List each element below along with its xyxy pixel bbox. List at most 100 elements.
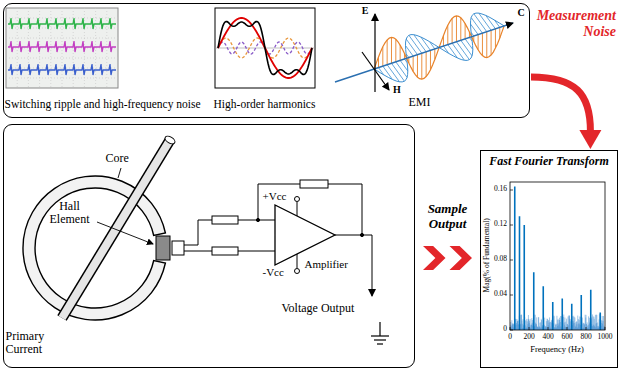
fft-chart [548, 320, 549, 330]
primary-conductor [62, 135, 176, 318]
fft-chart [523, 319, 524, 330]
fft-chart [529, 327, 530, 330]
oscilloscope-screen [8, 64, 116, 75]
emi-wave [421, 53, 422, 79]
fft-chart [550, 322, 551, 330]
fft-chart [593, 316, 594, 330]
fft-chart [585, 315, 586, 330]
fft-chart [537, 327, 538, 330]
fft-chart [517, 322, 518, 330]
axis-letter: C [516, 7, 526, 19]
fft-chart [526, 319, 527, 330]
fft-chart [548, 327, 549, 330]
fft-chart [510, 260, 513, 261]
fft-chart [559, 320, 560, 330]
fft-chart [541, 319, 542, 330]
fft-chart [564, 318, 565, 330]
fft-chart [538, 317, 539, 330]
fft-chart [510, 187, 604, 331]
fft-chart [602, 316, 603, 330]
fft-chart [605, 327, 606, 330]
fft-chart [513, 324, 514, 330]
fft-chart [558, 319, 559, 330]
fft-chart [586, 327, 587, 330]
fft-chart [544, 318, 545, 330]
emi-wave [335, 13, 513, 92]
emi-wave [374, 14, 375, 92]
tick-label: 0.16 [489, 185, 507, 194]
emi-wave [456, 42, 469, 60]
fft-chart [604, 327, 605, 330]
fft-chart [536, 326, 537, 330]
emi-wave [452, 43, 464, 60]
fft-chart [586, 324, 587, 330]
amplifier-circuit [275, 205, 335, 265]
harmonics-plot [215, 8, 315, 88]
oscilloscope-screen [6, 38, 118, 39]
tick-label: 400 [538, 333, 558, 342]
fft-chart [594, 326, 595, 330]
hall-element [156, 236, 170, 260]
fft-chart [561, 299, 563, 331]
fft-chart [512, 324, 513, 330]
fft-chart [599, 313, 601, 331]
fft-chart [510, 322, 511, 330]
fft-chart [548, 321, 549, 330]
amplifier-circuit [184, 220, 212, 245]
fft-chart [603, 326, 604, 330]
amplifier-circuit [184, 180, 372, 296]
fft-chart [587, 326, 588, 330]
fft-chart [533, 272, 535, 330]
fft-chart [536, 317, 537, 330]
fft-chart [546, 319, 547, 330]
fft-chart [567, 327, 568, 330]
fft-chart [603, 316, 604, 330]
fft-chart [566, 319, 567, 330]
fft-chart [510, 182, 605, 330]
primary-conductor [62, 140, 170, 318]
fft-chart [539, 323, 540, 330]
emi-wave [471, 18, 482, 34]
fft-chart [510, 182, 605, 330]
amplifier-circuit [297, 202, 298, 216]
ground-symbol [371, 335, 389, 336]
oscilloscope-screen [6, 28, 118, 29]
emi-wave [482, 33, 483, 56]
fft-chart [577, 316, 578, 330]
fft-chart [549, 322, 550, 330]
flow-label: Measurement Noise [532, 8, 616, 40]
tick-label: 0.08 [489, 255, 507, 264]
fft-chart [514, 187, 516, 331]
oscilloscope-screen [106, 8, 107, 88]
fft-chart [563, 315, 564, 330]
fft-chart [511, 320, 512, 330]
hall-element [156, 236, 184, 260]
emi-wave [400, 45, 401, 60]
emi-wave [413, 56, 414, 71]
leader-line [97, 222, 153, 244]
fft-chart [520, 315, 521, 330]
ground-symbol [377, 343, 383, 344]
caption: Switching ripple and high-frequency nois… [5, 98, 210, 111]
amplifier-circuit [295, 269, 300, 274]
fft-chart [596, 315, 597, 330]
sensor-panel: CoreHall ElementPrimary CurrentAmplifier… [3, 124, 415, 368]
pin-label: +Vcc [263, 190, 295, 203]
fft-chart [573, 316, 574, 330]
fft-chart [589, 318, 590, 330]
emi-wave [447, 25, 448, 44]
fft-chart [535, 323, 536, 330]
emi-wave [465, 24, 466, 39]
fft-chart [521, 315, 522, 330]
fft-chart [545, 326, 546, 330]
emi-wave [414, 35, 426, 52]
fft-chart [551, 321, 552, 330]
fft-chart [574, 318, 575, 330]
part-label: Core [106, 152, 146, 166]
fft-chart [590, 290, 592, 330]
fft-chart [510, 190, 513, 191]
fft-chart [510, 225, 513, 226]
fft-chart [575, 322, 576, 330]
leader-line [118, 168, 121, 178]
